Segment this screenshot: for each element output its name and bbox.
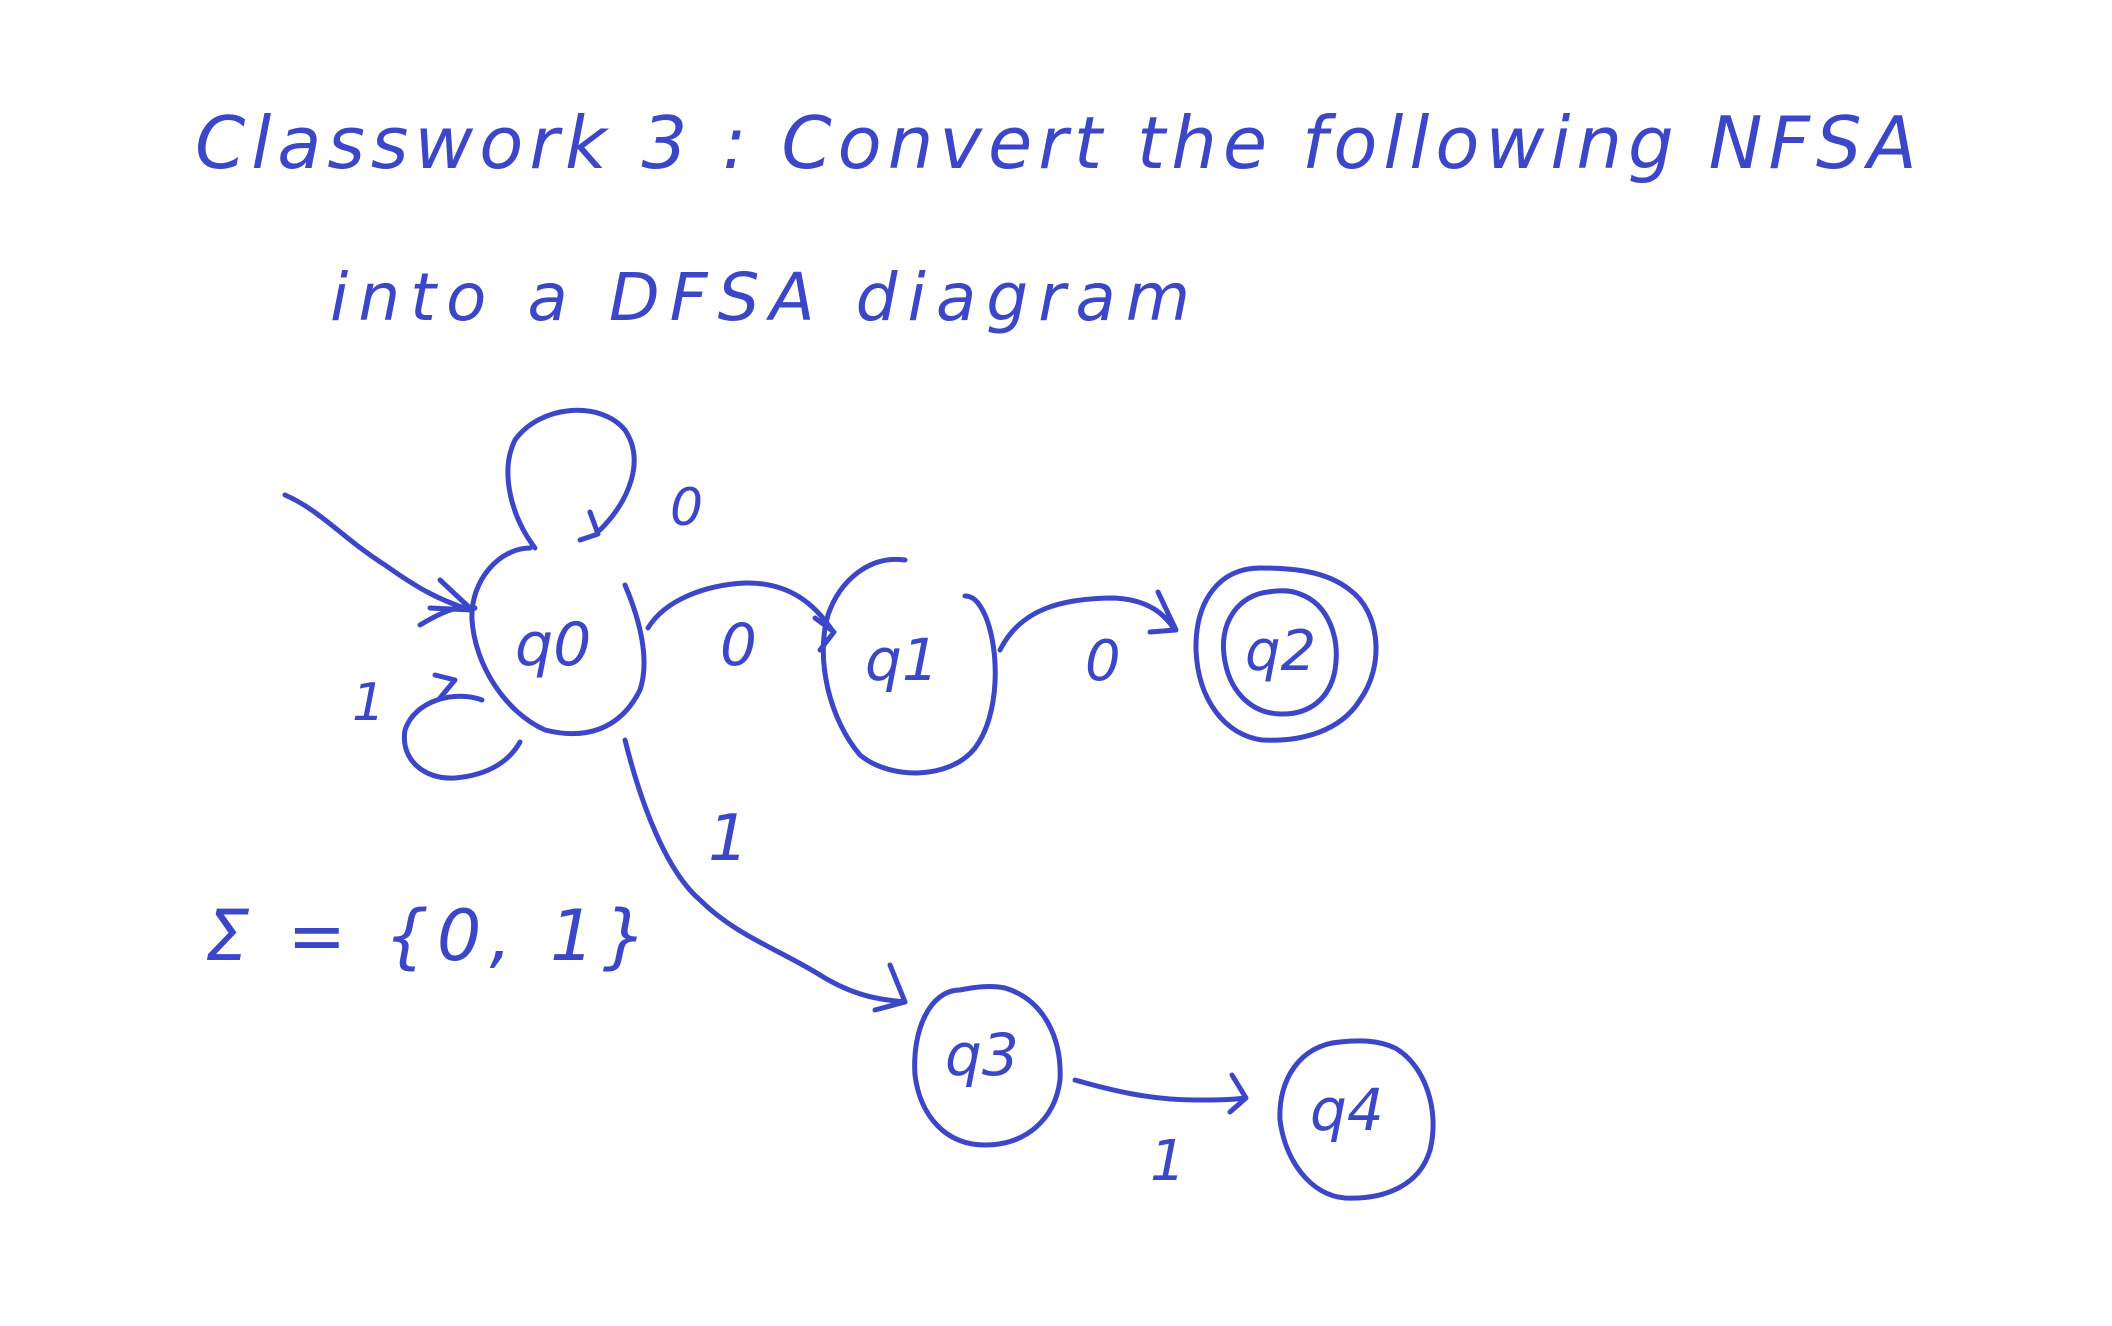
state-q2: q2 xyxy=(1193,565,1379,743)
start-arrow xyxy=(282,492,475,613)
state-q1: q1 xyxy=(820,556,998,776)
state-q3: q3 xyxy=(912,984,1063,1148)
loop-1-label: 1 xyxy=(352,673,385,733)
alphabet-definition: Σ = {0, 1} xyxy=(205,895,655,977)
state-q3-label: q3 xyxy=(945,1021,1019,1089)
state-q4-label: q4 xyxy=(1310,1076,1384,1144)
edge-q0-q1: 0 xyxy=(645,580,837,679)
state-q4: q4 xyxy=(1277,1038,1436,1201)
state-q0: q0 xyxy=(469,545,647,737)
edge-q3-q4: 1 xyxy=(1072,1072,1249,1194)
self-loop-1-q0: 1 xyxy=(352,604,523,781)
self-loop-0-q0: 0 xyxy=(505,407,703,551)
state-q0-label: q0 xyxy=(515,610,591,680)
edge-q0-q1-label: 0 xyxy=(720,611,757,679)
title-line-1: Classwork 3 : Convert the following NFSA xyxy=(195,101,1923,185)
edge-q3-q4-label: 1 xyxy=(1150,1129,1186,1194)
edge-q0-q3: 1 xyxy=(622,737,908,1013)
title-line-2: into a DFSA diagram xyxy=(330,259,1200,336)
loop-0-label: 0 xyxy=(670,478,703,538)
edge-q0-q3-label: 1 xyxy=(708,802,749,876)
edge-q1-q2-label: 0 xyxy=(1085,629,1121,694)
state-q1-label: q1 xyxy=(865,626,939,694)
edge-q1-q2: 0 xyxy=(997,589,1179,694)
state-q2-label: q2 xyxy=(1245,619,1316,684)
